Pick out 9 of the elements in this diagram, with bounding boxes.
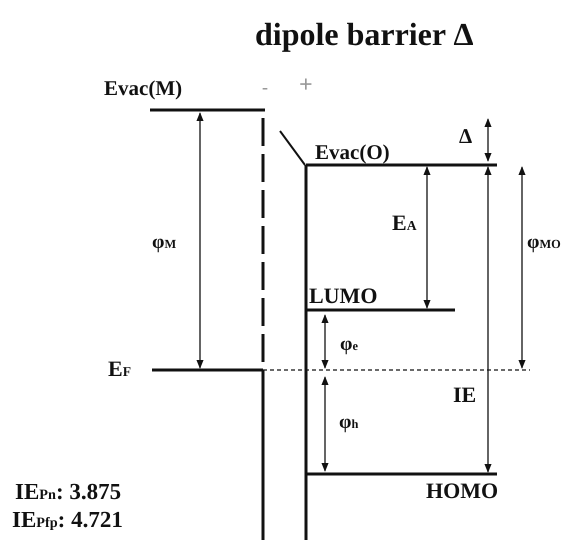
dimension-label: IE <box>453 384 476 406</box>
charge-sign: - <box>262 78 268 96</box>
energy-level-label: Evac(O) <box>315 142 390 163</box>
dimension-label: Δ <box>459 126 472 147</box>
charge-sign: + <box>299 73 313 97</box>
diagram-title: dipole barrier Δ <box>255 18 474 50</box>
energy-level-label: HOMO <box>426 480 498 502</box>
energy-level-label: Evac(M) <box>104 78 182 99</box>
energy-level-label: LUMO <box>309 285 378 307</box>
